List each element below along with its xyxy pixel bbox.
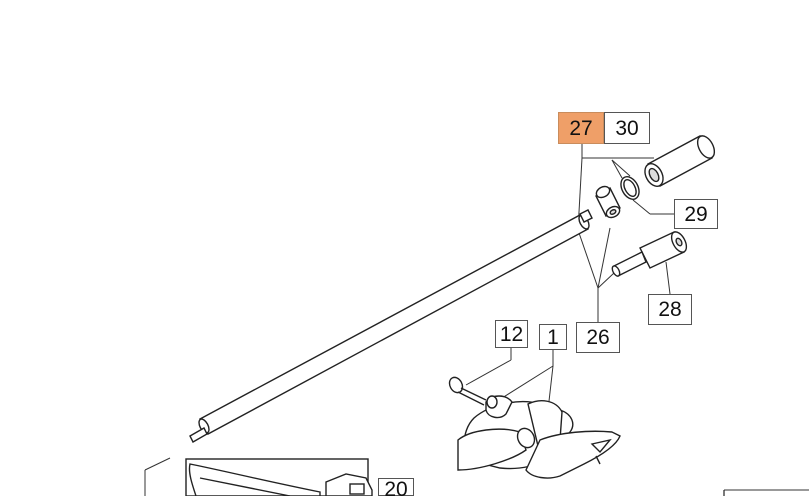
callout-30[interactable]: 30 bbox=[604, 112, 650, 144]
callout-20[interactable]: 20 bbox=[378, 478, 414, 500]
handle-clamp-part[interactable] bbox=[457, 395, 621, 479]
callout-27[interactable]: 27 bbox=[558, 112, 604, 144]
bushing-part[interactable] bbox=[594, 184, 621, 219]
callout-29[interactable]: 29 bbox=[674, 199, 718, 229]
pin-part[interactable] bbox=[611, 229, 690, 277]
callout-26[interactable]: 26 bbox=[576, 322, 620, 353]
callout-28[interactable]: 28 bbox=[648, 294, 692, 325]
screw-part[interactable] bbox=[447, 375, 487, 406]
throttle-handle-part[interactable] bbox=[185, 458, 373, 496]
sleeve-part[interactable] bbox=[641, 133, 718, 189]
drive-shaft[interactable] bbox=[189, 209, 593, 443]
callout-1[interactable]: 1 bbox=[539, 324, 567, 350]
callout-12[interactable]: 12 bbox=[495, 320, 528, 348]
washer-part[interactable] bbox=[617, 174, 642, 203]
